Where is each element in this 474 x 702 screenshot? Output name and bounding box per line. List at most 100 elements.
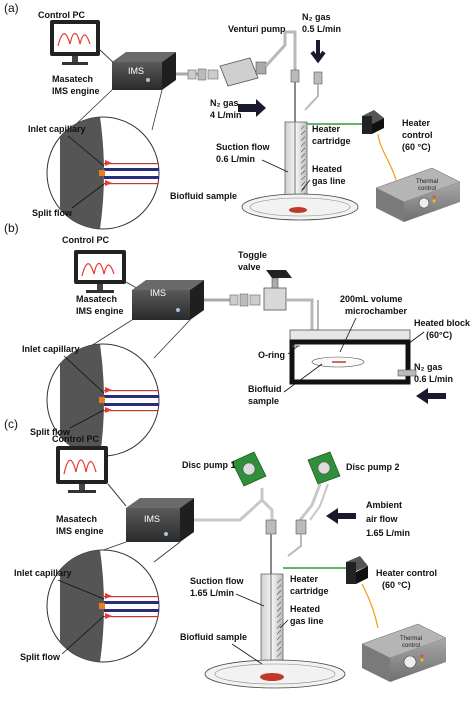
ims-box-b: IMS (132, 280, 204, 320)
n2-fitting-a (313, 71, 323, 85)
toggle-line2: valve (238, 262, 261, 272)
heater-cartridge-line2-c: cartridge (290, 586, 329, 596)
zoom-circle-b (46, 343, 160, 457)
oring-label: O-ring (258, 350, 285, 360)
control-pc-a: Control PC (38, 10, 100, 65)
engine-label-1-a: Masatech (52, 74, 93, 84)
fitting-b (229, 293, 261, 307)
heater-control-line3-a: (60 °C) (402, 142, 431, 152)
heated-gas-line1-c: Heated (290, 604, 320, 614)
fitting-a (187, 68, 219, 81)
control-pc-label-a: Control PC (38, 10, 85, 20)
disc-pump-2: Disc pump 2 (307, 451, 400, 485)
column-fitting-a (290, 69, 300, 83)
n2-top-line2-a: 0.5 L/min (302, 24, 341, 34)
heated-block-line2: (60°C) (426, 330, 452, 340)
ims-box-text-c: IMS (144, 514, 160, 524)
thermal-control-box-a: Thermal control (375, 167, 461, 222)
sampling-column-c (260, 534, 284, 671)
petri-dish-c (204, 659, 346, 689)
ims-box-a: IMS (112, 52, 176, 90)
control-pc-label-c: Control PC (52, 434, 99, 444)
toggle-line1: Toggle (238, 250, 267, 260)
inlet-capillary-label-a: Inlet capillary (28, 124, 86, 134)
disc-pump-1: Disc pump 1 (182, 451, 267, 487)
heater-control-line1-a: Heater (402, 118, 431, 128)
ims-box-c: IMS (126, 498, 194, 542)
biofluid-line2-b: sample (248, 396, 279, 406)
petri-dish-a (241, 193, 359, 221)
suction-line2-a: 0.6 L/min (216, 154, 255, 164)
thermal-line1-a: Thermal (416, 179, 438, 185)
n2-line2-b: 0.6 L/min (414, 374, 453, 384)
panel-c: (c) Control PC IMS Masatech IMS engine D… (4, 417, 447, 689)
control-pc-c: Control PC (52, 434, 108, 493)
engine-label-2-c: IMS engine (56, 526, 104, 536)
toggle-valve (263, 270, 319, 330)
zoom-circle-a (46, 116, 160, 230)
n2-side-line1-a: N₂ gas (210, 98, 239, 108)
suction-line2-c: 1.65 L/min (190, 588, 234, 598)
biofluid-label-a: Biofluid sample (170, 191, 237, 201)
panel-a-tag: (a) (4, 1, 19, 15)
engine-label-1-c: Masatech (56, 514, 97, 524)
engine-label-1-b: Masatech (76, 294, 117, 304)
ambient-line3: 1.65 L/min (366, 528, 410, 538)
n2-arrow-b (416, 388, 446, 404)
venturi-label: Venturi pump (228, 24, 286, 34)
chamber-line2: microchamber (345, 306, 408, 316)
panel-c-tag: (c) (4, 417, 18, 431)
biofluid-label-c: Biofluid sample (180, 632, 247, 642)
ambient-line1: Ambient (366, 500, 402, 510)
thermal-line1-c: Thermal (400, 636, 422, 642)
suction-line1-c: Suction flow (190, 576, 244, 586)
sampling-column-a (284, 82, 308, 207)
heater-cartridge-line1-a: Heater (312, 124, 341, 134)
thermal-control-box-c: Thermal control (361, 623, 447, 682)
orange-cable-a (377, 133, 397, 181)
heater-control-line2-a: control (402, 130, 433, 140)
heater-controller-c (346, 556, 368, 584)
heated-block-line1: Heated block (414, 318, 471, 328)
split-flow-label-c: Split flow (20, 652, 61, 662)
heated-block (289, 329, 417, 385)
ims-box-text-a: IMS (128, 66, 144, 76)
n2-top-arrow-a (310, 40, 326, 64)
heated-gas-line2-c: gas line (290, 616, 324, 626)
svg-text:IMS: IMS (150, 288, 166, 298)
venturi-to-column (285, 30, 297, 72)
thermal-line2-c: control (402, 643, 420, 649)
panel-b-tag: (b) (4, 221, 19, 235)
n2-side-arrow-a (238, 99, 266, 117)
engine-label-2-a: IMS engine (52, 86, 100, 96)
thermal-line2-a: control (418, 186, 436, 192)
heater-cartridge-line1-c: Heater (290, 574, 319, 584)
control-pc-label-b: Control PC (62, 235, 109, 245)
n2-side-line2-a: 4 L/min (210, 110, 242, 120)
biofluid-line1-b: Biofluid (248, 384, 282, 394)
heater-control-line2-c: (60 °C) (382, 580, 411, 590)
n2-line-a (304, 84, 319, 111)
engine-label-2-b: IMS engine (76, 306, 124, 316)
chamber-line1: 200mL volume (340, 294, 402, 304)
inlet-capillary-label-c: Inlet capillary (14, 568, 72, 578)
disc-pump-1-label: Disc pump 1 (182, 460, 236, 470)
disc-pump-2-label: Disc pump 2 (346, 462, 400, 472)
zoom-line-right-a (151, 89, 163, 131)
n2-top-line1-a: N₂ gas (302, 12, 331, 22)
inlet-capillary-label-b: Inlet capillary (22, 344, 80, 354)
panel-b: (b) Control PC IMS Masatech IMS engine (4, 221, 471, 457)
ambient-arrow (326, 508, 356, 524)
n2-line1-b: N₂ gas (414, 362, 443, 372)
split-flow-label-b: Split flow (30, 427, 71, 437)
panel-a: (a) Control PC IMS Masatech IMS engine (4, 1, 461, 230)
heated-gas-line1-a: Heated (312, 164, 342, 174)
venturi-pump: Venturi pump (219, 24, 287, 87)
control-pc-b: Control PC (62, 235, 126, 293)
heated-gas-line2-a: gas line (312, 176, 346, 186)
ambient-line2: air flow (366, 514, 399, 524)
heater-control-line1-c: Heater control (376, 568, 437, 578)
heater-controller-a (362, 110, 384, 134)
zoom-circle-c (46, 549, 160, 663)
